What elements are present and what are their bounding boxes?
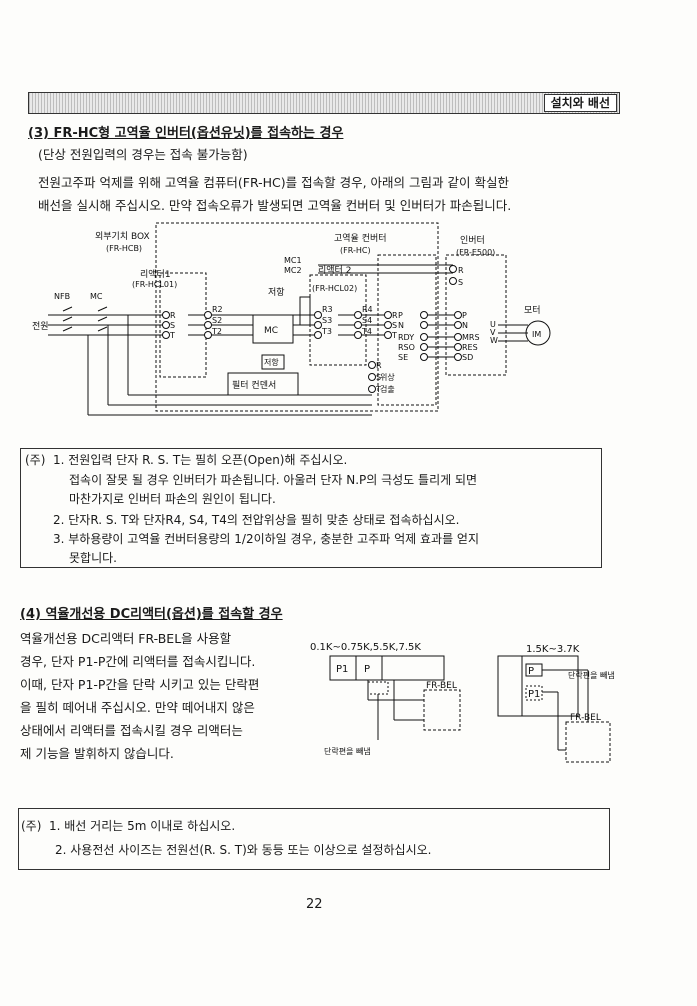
note1-item: 못합니다.	[69, 551, 117, 565]
terminal-label: RES	[462, 343, 478, 352]
terminal-label: T3	[321, 327, 332, 336]
p-left: P	[364, 664, 370, 675]
terminal-label: S	[458, 278, 463, 287]
terminal-label: SE	[398, 353, 408, 362]
section4-body: 역율개선용 DC리액터 FR-BEL을 사용할 경우, 단자 P1-P간에 리액…	[20, 627, 310, 765]
remove-left: 단락편을 빼냄	[324, 746, 371, 756]
terminal-label: R	[170, 311, 176, 320]
remove-right: 단락편을 빼냄	[568, 670, 615, 680]
terminal-label: S	[376, 373, 381, 382]
converter-model: (FR-HC)	[340, 246, 371, 255]
section3-title: (3) FR-HC형 고역율 인버터(옵션유닛)를 접속하는 경우	[28, 126, 344, 141]
inverter-model: (FR-E500)	[456, 248, 495, 257]
reactor2-label: 리액터 2	[318, 264, 351, 276]
mc2-label: MC2	[284, 266, 302, 275]
section-header-bar: 설치와 배선	[28, 92, 620, 114]
note2-box: (주) 1. 배선 거리는 5m 이내로 하십시오. 2. 사용전선 사이즈는 …	[18, 808, 610, 870]
terminal-label: N	[462, 321, 468, 330]
terminal-label: N	[398, 321, 404, 330]
terminal-label: T	[375, 385, 381, 394]
section-tag: 설치와 배선	[543, 94, 617, 112]
nfb-label: NFB	[54, 292, 70, 301]
terminal-label: S	[170, 321, 175, 330]
note2-prefix: (주)	[21, 819, 42, 833]
terminal-label: R4	[362, 305, 373, 314]
terminal-label: S3	[322, 316, 332, 325]
note1-item: 3. 부하용량이 고역율 컨버터용량의 1/2이하일 경우, 충분한 고주파 억…	[53, 532, 480, 546]
converter-title: 고역율 컨버터	[334, 233, 387, 244]
terminal-label: T	[169, 331, 175, 340]
section4-line: 제 기능을 발휘하지 않습니다.	[20, 746, 174, 761]
section3-line1: (단상 전원입력의 경우는 접속 불가능함)	[38, 147, 248, 162]
note1-item: 1. 전원입력 단자 R. S. T는 필히 오픈(Open)해 주십시오.	[53, 453, 348, 467]
resistor-label: 저항	[268, 287, 285, 298]
note1-item: 마찬가지로 인버터 파손의 원인이 됩니다.	[69, 492, 276, 506]
terminal-label: P	[462, 311, 467, 320]
section4-title: (4) 역율개선용 DC리액터(옵션)를 접속할 경우	[20, 607, 283, 622]
motor-label: 모터	[524, 305, 541, 316]
note2-line2: 2. 사용전선 사이즈는 전원선(R. S. T)와 동등 또는 이상으로 설정…	[55, 843, 432, 857]
note1-box: (주) 1. 전원입력 단자 R. S. T는 필히 오픈(Open)해 주십시…	[20, 448, 602, 568]
p1-right: P1	[528, 689, 540, 700]
section3-line3: 배선을 실시해 주십시오. 만약 접속오류가 발생되면 고역율 컨버터 및 인버…	[38, 198, 512, 213]
range-right: 1.5K~3.7K	[526, 644, 580, 655]
mc1-label: MC1	[284, 256, 302, 265]
terminal-label: W	[490, 336, 498, 345]
terminal-label: U	[490, 320, 496, 329]
mc-label: MC	[264, 326, 278, 336]
range-left: 0.1K~0.75K,5.5K,7.5K	[310, 642, 421, 653]
terminal-label: S	[392, 321, 397, 330]
p-right: P	[528, 666, 534, 677]
motor-im: IM	[532, 330, 541, 339]
terminal-label: MRS	[462, 333, 480, 342]
terminal-label: T4	[361, 327, 372, 336]
terminal-label: R	[392, 311, 398, 320]
detect-label: 검출	[380, 384, 395, 394]
reactor2-model: (FR-HCL02)	[312, 284, 357, 293]
mc-main-label: MC	[90, 292, 103, 301]
section4-line: 을 필히 떼어내 주십시오. 만약 떼어내지 않은	[20, 700, 255, 715]
power-label: 전원	[32, 321, 49, 332]
section3-line2: 전원고주파 억제를 위해 고역율 컴퓨터(FR-HC)를 접속할 경우, 아래의…	[38, 175, 509, 190]
phase-label: 위상	[380, 372, 395, 382]
box-model: (FR-HCB)	[106, 244, 142, 253]
terminal-label: R3	[322, 305, 333, 314]
terminal-label: R	[376, 361, 382, 370]
note1-prefix: (주)	[25, 453, 46, 467]
section4-line: 이때, 단자 P1-P간을 단락 시키고 있는 단락편	[20, 677, 260, 692]
terminal-label: S4	[362, 316, 372, 325]
terminal-label: P	[398, 311, 403, 320]
dc-reactor-diagram: 0.1K~0.75K,5.5K,7.5K 1.5K~3.7K P1 P P P1…	[310, 642, 615, 763]
note1-item: 접속이 잘못 될 경우 인버터가 파손됩니다. 아울러 단자 N.P의 극성도 …	[69, 473, 478, 487]
section4-line: 상태에서 리액터를 접속시킬 경우 리액터는	[20, 723, 243, 738]
p1-left: P1	[336, 664, 348, 675]
frbel-right: FR-BEL	[570, 713, 601, 723]
terminal-label: T	[391, 331, 397, 340]
section4-line: 역율개선용 DC리액터 FR-BEL을 사용할	[20, 631, 232, 646]
terminal-label: SD	[462, 353, 473, 362]
filter-label: 필터 컨덴서	[232, 379, 276, 391]
terminal-label: R	[458, 266, 464, 275]
terminal-label: V	[490, 328, 496, 337]
resistor2-label: 저항	[264, 358, 279, 367]
note2-line1: 1. 배선 거리는 5m 이내로 하십시오.	[49, 819, 236, 833]
terminal-label: RDY	[398, 333, 414, 342]
page-number: 22	[306, 897, 323, 912]
box-title: 외부기치 BOX	[95, 230, 150, 242]
frbel-left: FR-BEL	[426, 681, 457, 691]
note1-item: 2. 단자R. S. T와 단자R4, S4, T4의 전압위상을 필히 맞춘 …	[53, 513, 460, 527]
reactor1-label: 리액터1	[140, 268, 171, 280]
reactor1-model: (FR-HCL01)	[132, 280, 177, 289]
section4-line: 경우, 단자 P1-P간에 리액터를 접속시킵니다.	[20, 654, 256, 669]
terminal-label: T2	[211, 327, 222, 336]
wiring-diagram-hc: 외부기치 BOX (FR-HCB) 고역율 컨버터 (FR-HC) 인버터 (F…	[32, 222, 551, 416]
inverter-title: 인버터	[460, 235, 485, 246]
terminal-label: RSO	[398, 343, 415, 352]
terminal-label: R2	[212, 305, 223, 314]
terminal-label: S2	[212, 316, 222, 325]
